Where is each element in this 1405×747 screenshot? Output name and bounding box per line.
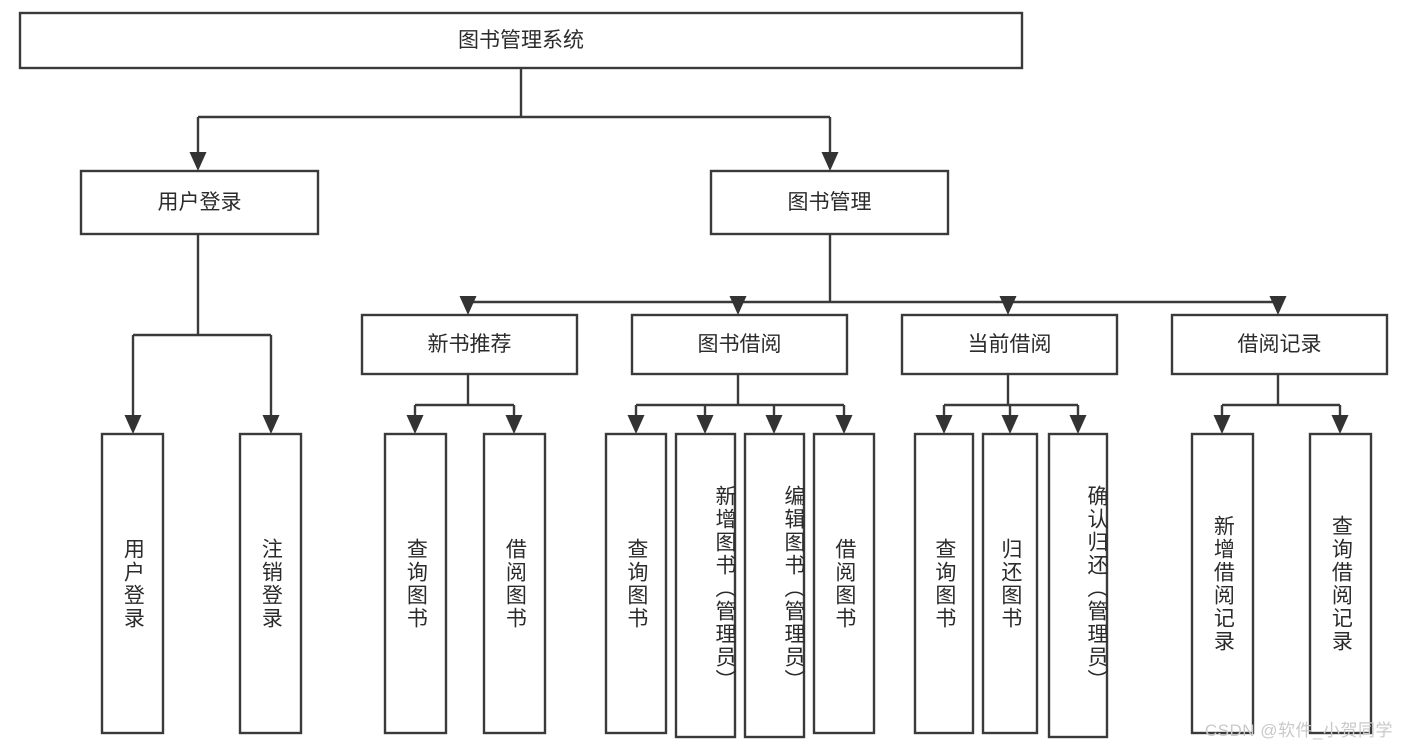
- conn-current-to-leaf3-arrowhead: [1069, 415, 1087, 434]
- node-book-borrow-label: 图书借阅: [698, 333, 782, 356]
- conn-book-manage-to-borrow-arrowhead: [729, 296, 747, 315]
- node-user-login[interactable]: [79, 169, 320, 236]
- node-root[interactable]: [18, 11, 1024, 70]
- conn-record-to-leaf2-arrowhead: [1331, 415, 1349, 434]
- node-root-label: 图书管理系统: [458, 29, 584, 52]
- node-book-manage-label: 图书管理: [788, 191, 872, 214]
- node-user-login-label: 用户登录: [158, 191, 242, 214]
- node-leaf-query-book-rec[interactable]: [383, 432, 448, 735]
- node-leaf-edit-book[interactable]: [743, 432, 806, 739]
- conn-rec-to-leaf1-arrowhead: [406, 415, 424, 434]
- conn-book-manage-to-record-arrowhead: [1269, 296, 1287, 315]
- connector-layer: [124, 68, 1349, 434]
- conn-borrow-to-leaf4-arrowhead: [835, 415, 853, 434]
- node-leaf-borrow-book[interactable]: [812, 432, 876, 735]
- node-leaf-user-login[interactable]: [100, 432, 165, 735]
- conn-book-manage-to-rec-arrowhead: [459, 296, 477, 315]
- conn-book-manage-to-current-arrowhead: [999, 296, 1017, 315]
- node-leaf-add-book[interactable]: [674, 432, 737, 739]
- conn-root-to-book-manage-arrowhead: [821, 152, 839, 171]
- node-leaf-logout[interactable]: [238, 432, 303, 735]
- node-leaf-query-book-current[interactable]: [913, 432, 975, 735]
- node-leaf-borrow-book-rec[interactable]: [482, 432, 547, 735]
- node-current-borrow-label: 当前借阅: [968, 333, 1052, 356]
- watermark: CSDN @软件_小贺同学: [1204, 721, 1393, 740]
- node-leaf-query-record[interactable]: [1308, 432, 1373, 735]
- node-book-manage[interactable]: [709, 169, 950, 236]
- conn-record-to-leaf1-arrowhead: [1213, 415, 1231, 434]
- node-new-book-recommend-label: 新书推荐: [428, 333, 512, 356]
- node-new-book-recommend[interactable]: [360, 313, 579, 376]
- node-leaf-return-book[interactable]: [981, 432, 1039, 735]
- node-leaf-confirm-return[interactable]: [1047, 432, 1109, 739]
- node-leaf-query-book-borrow[interactable]: [604, 432, 668, 735]
- conn-current-to-leaf1-arrowhead: [935, 415, 953, 434]
- conn-borrow-to-leaf3-arrowhead: [765, 415, 783, 434]
- conn-borrow-to-leaf2-arrowhead: [696, 415, 714, 434]
- conn-root-to-user-login-arrowhead: [189, 152, 207, 171]
- conn-user-login-to-leaf2-arrowhead: [262, 415, 280, 434]
- node-leaf-add-record[interactable]: [1190, 432, 1255, 735]
- conn-borrow-to-leaf1-arrowhead: [627, 415, 645, 434]
- conn-user-login-to-leaf1-arrowhead: [124, 415, 142, 434]
- node-borrow-record[interactable]: [1170, 313, 1389, 376]
- node-current-borrow[interactable]: [900, 313, 1119, 376]
- node-borrow-record-label: 借阅记录: [1238, 333, 1322, 356]
- conn-rec-to-leaf2-arrowhead: [505, 415, 523, 434]
- conn-current-to-leaf2-arrowhead: [1001, 415, 1019, 434]
- node-book-borrow[interactable]: [630, 313, 849, 376]
